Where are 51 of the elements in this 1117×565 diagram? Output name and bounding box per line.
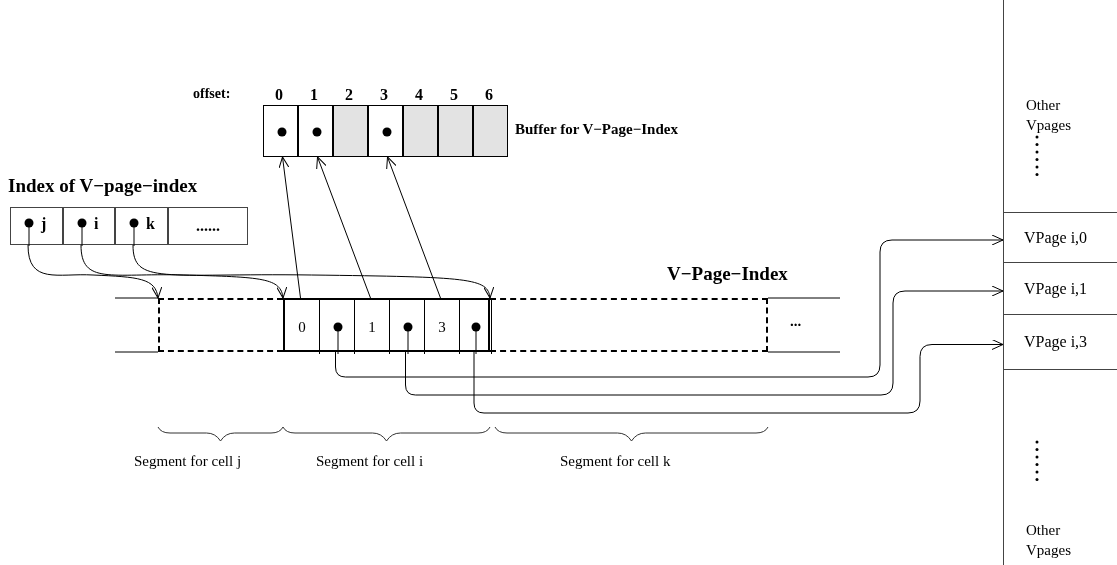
row-label: Other Vpages: [1026, 96, 1072, 135]
buffer-cell: [298, 105, 333, 157]
offset-label: 2: [345, 87, 353, 103]
row-label: VPage i,1: [1024, 280, 1088, 297]
vpage-column: [1003, 0, 1117, 565]
offset-label: 5: [450, 87, 458, 103]
index-cell: [168, 207, 248, 245]
index-cell: [10, 207, 63, 245]
segment: [490, 298, 768, 352]
arrow: [335, 234, 1004, 378]
cell-label: i: [94, 216, 99, 232]
buffer-cell: [368, 105, 403, 157]
index-cell: [115, 207, 168, 245]
offset-label: 6: [485, 87, 493, 103]
offset-label: 4: [415, 87, 423, 103]
cell-label: j: [41, 216, 47, 232]
offset-label: 3: [380, 87, 388, 103]
buffer-cell: [473, 105, 508, 157]
offset-label: 1: [310, 87, 318, 103]
arrow: [80, 244, 287, 299]
band-title: V−Page−Index: [667, 264, 788, 283]
array-title: Buffer for V−Page−Index: [515, 122, 678, 137]
arrow: [405, 285, 1004, 396]
index-cell: [63, 207, 115, 245]
cell-label: k: [146, 216, 155, 232]
cell-label: 0: [298, 319, 306, 335]
buffer-cell: [263, 105, 298, 157]
buffer-cell: [438, 105, 473, 157]
arrow: [278, 156, 301, 299]
offset-label: offset:: [193, 87, 231, 101]
buffer-cell: [403, 105, 438, 157]
offset-label: 0: [275, 87, 283, 103]
array-title: Index of V−page−index: [8, 176, 198, 195]
segment-label: Segment for cell j: [134, 454, 242, 469]
continuation-dots: ...: [790, 314, 802, 329]
arrow: [386, 156, 441, 299]
arrow: [316, 156, 371, 299]
row-label: Other Vpages: [1026, 521, 1072, 560]
cell-label: ......: [196, 218, 220, 234]
row-label: VPage i,0: [1024, 229, 1088, 246]
segment: [283, 298, 490, 352]
cell-label: 1: [368, 319, 376, 335]
row-label: VPage i,3: [1024, 334, 1088, 350]
buffer-cell: [333, 105, 368, 157]
arrow: [132, 244, 494, 299]
arrow: [473, 339, 1004, 414]
segment-label: Segment for cell i: [316, 454, 424, 469]
segment: [158, 298, 283, 352]
segment-label: Segment for cell k: [560, 454, 671, 469]
arrow: [27, 244, 162, 299]
cell-label: 3: [438, 319, 446, 335]
